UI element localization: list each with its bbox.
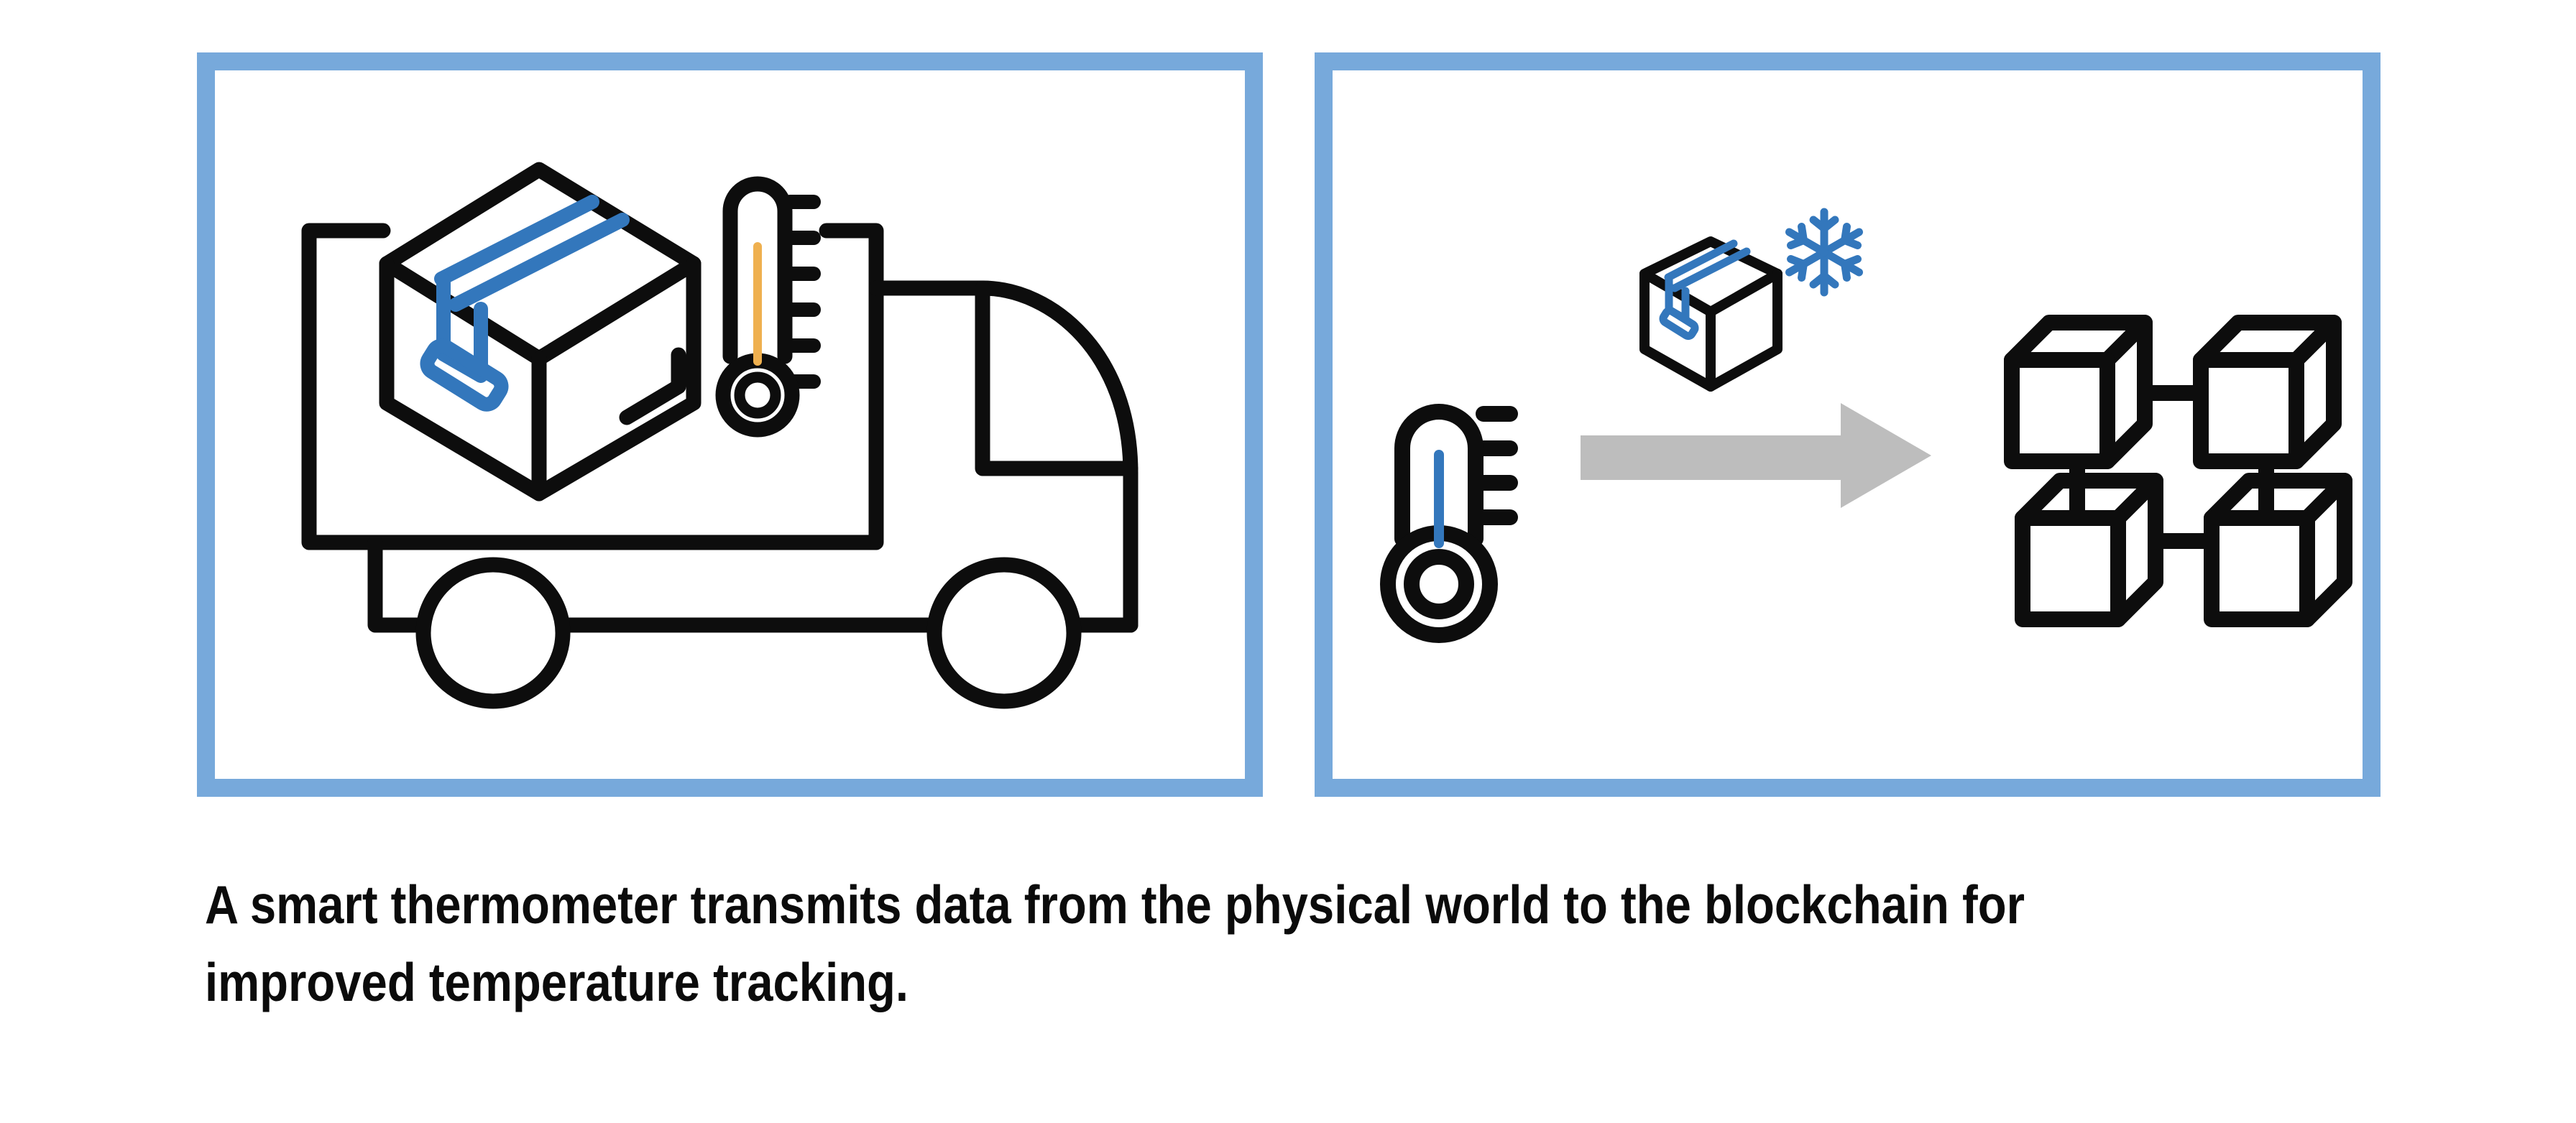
snowflake-icon xyxy=(1784,212,1864,292)
thermometer-cold-icon xyxy=(1380,404,1518,643)
caption-line-1: A smart thermometer transmits data from … xyxy=(205,874,2025,935)
blockchain-cubes-icon xyxy=(2012,323,2345,619)
frozen-package-icon xyxy=(1639,236,1782,392)
block-top-left xyxy=(2012,323,2145,461)
block-bottom-left xyxy=(2023,481,2156,619)
transfer-arrow-icon xyxy=(1581,403,1931,508)
block-bottom-right xyxy=(2212,481,2345,619)
rear-wheel-icon xyxy=(926,557,1082,709)
chain-links xyxy=(2069,385,2274,549)
block-top-right xyxy=(2201,323,2334,461)
shipping-label-icon xyxy=(1659,306,1699,341)
caption: A smart thermometer transmits data from … xyxy=(205,866,2143,1021)
physical-world-scene xyxy=(301,162,1138,709)
caption-line-2: improved temperature tracking. xyxy=(205,952,909,1012)
package-box-icon xyxy=(379,162,702,502)
delivery-truck-icon xyxy=(301,223,1138,709)
blockchain-panel xyxy=(1315,52,2380,797)
physical-world-panel xyxy=(197,52,1263,797)
shipping-label-icon xyxy=(420,338,509,412)
thermometer-warm-icon xyxy=(715,176,821,438)
blockchain-scene xyxy=(1380,70,2363,643)
front-wheel-icon xyxy=(415,557,571,709)
